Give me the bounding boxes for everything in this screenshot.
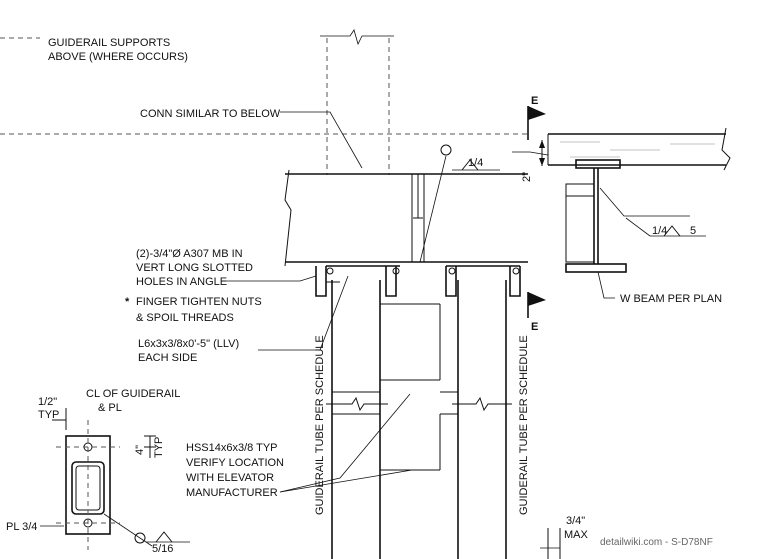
w-beam-section: [547, 127, 731, 273]
svg-text:E: E: [531, 95, 538, 107]
finger-star: *: [125, 296, 130, 308]
w-beam-note: W BEAM PER PLAN: [620, 293, 722, 305]
section-cut-bottom: E: [527, 292, 546, 333]
weld-right-size: 1/4: [652, 225, 667, 237]
guiderail-tube-right: [380, 280, 512, 559]
bolts-note-2: VERT LONG SLOTTED: [136, 262, 253, 274]
weld-top-label: 1/4: [468, 157, 483, 169]
guiderail-support-above: [320, 29, 394, 175]
section-cut-top: E: [527, 95, 546, 140]
connection-angle-left: [315, 265, 400, 297]
max-label: MAX: [564, 529, 589, 541]
weld-symbol-bottom: [134, 531, 190, 544]
bolts-note-3: HOLES IN ANGLE: [136, 276, 227, 288]
base-plate-detail: [52, 408, 156, 550]
hss-note-2: VERIFY LOCATION: [186, 457, 284, 469]
pl-label: PL 3/4: [6, 521, 37, 533]
cl-note-1: CL OF GUIDERAIL: [86, 388, 180, 400]
guiderail-supports-note-2: ABOVE (WHERE OCCURS): [48, 51, 188, 63]
weld-bottom-label: 5/16: [152, 543, 173, 555]
connection-angle-right: [445, 265, 521, 297]
three-quarter-label: 3/4": [566, 515, 585, 527]
finger-note-2: & SPOIL THREADS: [136, 312, 234, 324]
finger-note-1: FINGER TIGHTEN NUTS: [136, 296, 262, 308]
weld-symbol-right: [625, 217, 706, 237]
typ-left-label: TYP: [38, 409, 59, 421]
hss-note-1: HSS14x6x3/8 TYP: [186, 442, 278, 454]
guiderail-supports-note-1: GUIDERAIL SUPPORTS: [48, 37, 170, 49]
guiderail-tube-left-label: GUIDERAIL TUBE PER SCHEDULE: [314, 335, 326, 515]
guiderail-tube-right-label: GUIDERAIL TUBE PER SCHEDULE: [518, 335, 530, 515]
dim-2in: [539, 140, 545, 166]
typ-vert-label: TYP: [153, 437, 165, 458]
svg-text:E: E: [531, 321, 538, 333]
bolts-note-1: (2)-3/4"Ø A307 MB IN: [136, 248, 243, 260]
leader-lines: [40, 111, 690, 549]
cl-note-2: & PL: [98, 402, 122, 414]
guiderail-tube-left: [326, 280, 440, 559]
angle-note-2: EACH SIDE: [138, 352, 197, 364]
half-inch-label: 1/2": [38, 396, 57, 408]
weld-right-length: 5: [690, 225, 696, 237]
hss-note-4: MANUFACTURER: [186, 487, 278, 499]
horizontal-support-tube: [284, 169, 528, 267]
four-in-label: 4": [134, 445, 146, 455]
dim-three-quarter: [547, 528, 561, 559]
angle-note-1: L6x3x3/8x0'-5" (LLV): [138, 338, 239, 350]
hss-note-3: WITH ELEVATOR: [186, 472, 274, 484]
weld-symbol-top: [419, 144, 500, 263]
watermark: detailwiki.com - S-D78NF: [600, 537, 713, 548]
dim-2in-label: 2": [521, 172, 533, 182]
conn-similar-note: CONN SIMILAR TO BELOW: [140, 108, 281, 120]
